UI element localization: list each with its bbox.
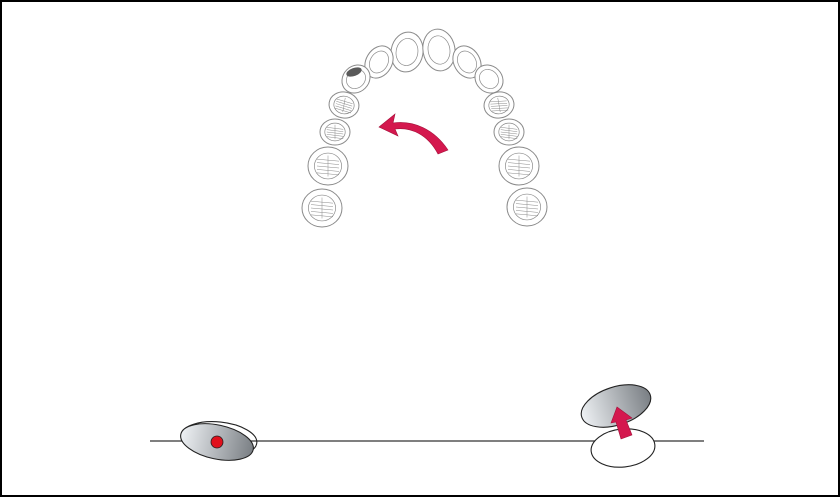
rotated-tooth-icon [177, 418, 258, 467]
tooth-molar [499, 147, 539, 185]
tooth-molar [302, 189, 342, 227]
tooth-molar [308, 147, 348, 185]
tooth-premolar [320, 119, 350, 145]
tooth-premolar [494, 119, 524, 145]
tooth-incisor [420, 27, 459, 74]
curved-arrow-icon [379, 114, 448, 154]
displaced-tooth-icon [576, 377, 657, 470]
tooth-molar [507, 188, 547, 226]
tooth-premolar [482, 90, 516, 121]
tooth-premolar [327, 90, 361, 121]
dental-arch [302, 27, 547, 227]
tooth-incisor [388, 30, 426, 75]
rotation-center-dot [211, 436, 223, 448]
